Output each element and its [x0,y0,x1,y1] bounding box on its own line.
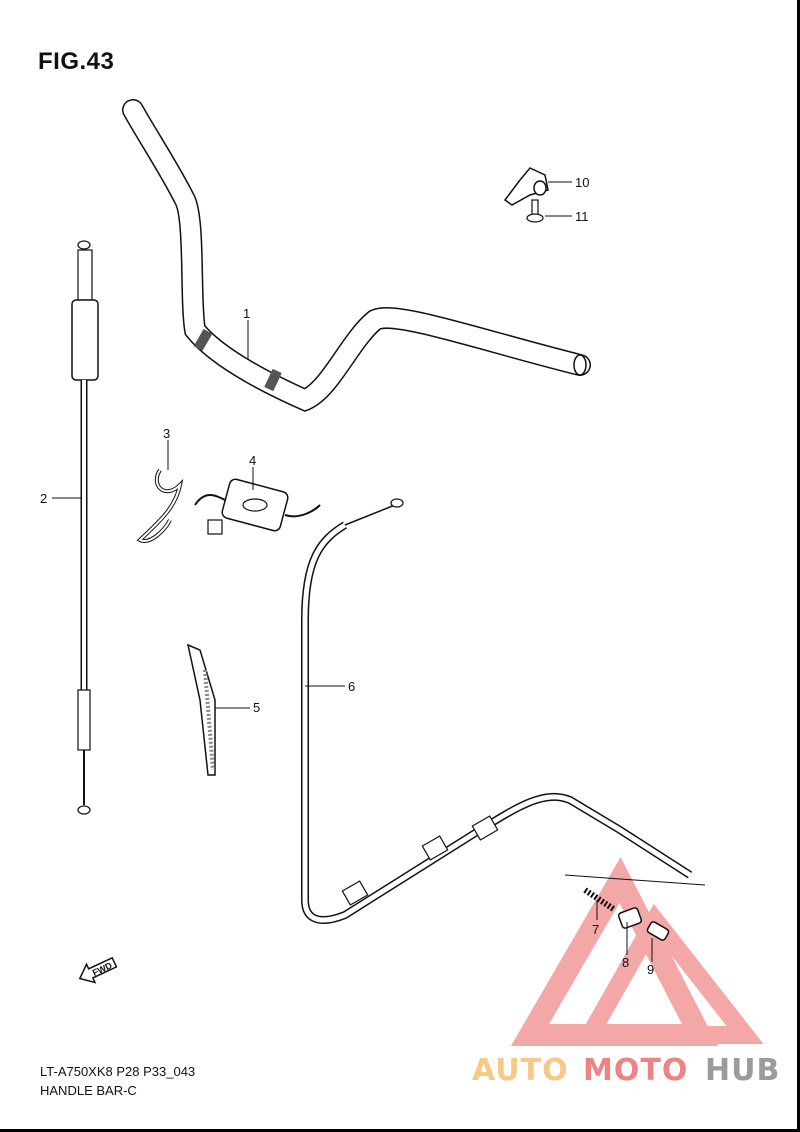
throttle-cable [71,240,99,815]
watermark-text-moto: MOTO [583,1053,688,1088]
callout-1: 1 [243,306,250,321]
watermark-text-hub: HUB [705,1053,780,1088]
adjuster-nut [617,907,643,929]
callout-10: 10 [575,175,589,190]
model-code: LT-A750XK8 P28 P33_043 [40,1064,196,1079]
arrow-icon [78,956,118,984]
callout-5: 5 [253,700,260,715]
callout-7: 7 [592,922,599,937]
figure-title: FIG.43 [38,48,115,75]
watermark-text-auto: AUTO [472,1053,569,1088]
callout-3: 3 [163,426,170,441]
reference-line [564,874,706,886]
bracket-clamp [503,167,549,206]
fwd-direction-marker: FWD [78,956,118,984]
mounting-plate [194,478,321,535]
pin-part [646,921,670,941]
cable-tie [186,643,216,776]
callout-6: 6 [348,679,355,694]
spring-clip [136,468,184,543]
brake-cable [301,498,693,924]
section-name: HANDLE BAR-C [40,1083,137,1098]
bolt-small [526,199,544,223]
callout-11: 11 [575,209,589,224]
callout-8: 8 [622,955,629,970]
handle-bar [122,99,591,412]
watermark-logo: AUTO MOTO HUB [472,857,780,1088]
callout-leaders [52,181,653,962]
callout-4: 4 [249,453,256,468]
callout-numbers: 1 2 3 4 5 6 7 8 9 10 11 [40,175,654,977]
callout-2: 2 [40,491,47,506]
callout-9: 9 [647,962,654,977]
